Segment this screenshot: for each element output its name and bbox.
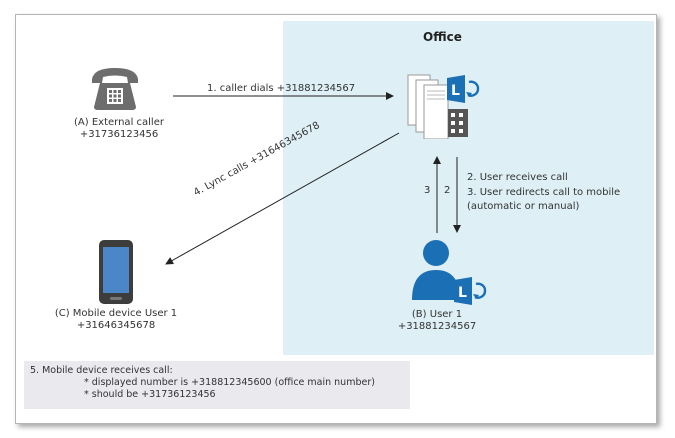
step3-sub-label: (automatic or manual) (467, 201, 580, 212)
telephone-icon (92, 68, 138, 110)
note-line-3: * should be +31736123456 (84, 389, 216, 400)
step3-label: 3. User redirects call to mobile (467, 187, 621, 198)
note-line-2: * displayed number is +318812345600 (off… (84, 377, 375, 388)
user1-number: +31881234567 (397, 321, 477, 332)
connector-lines (165, 92, 461, 265)
mobile-device-number: +31646345678 (76, 320, 156, 331)
diagram-frame: Office (A) External caller +31736123456 … (15, 14, 657, 424)
lync-logo-icon: L (447, 75, 480, 103)
svg-text:L: L (458, 285, 467, 301)
user-icon (412, 240, 460, 300)
mobile-phone-icon (99, 240, 133, 304)
step2-number: 2 (444, 185, 451, 196)
mobile-device-name: (C) Mobile device User 1 (54, 308, 178, 319)
mobile-device-label: (C) Mobile device User 1 +31646345678 (46, 308, 186, 332)
external-caller-label: (A) External caller +31736123456 (60, 117, 178, 141)
arrow-step4 (165, 132, 400, 265)
step1-label: 1. caller dials +31881234567 (207, 83, 356, 94)
note-box: 5. Mobile device receives call: * displa… (24, 361, 410, 409)
step3-number: 3 (424, 185, 431, 196)
server-icon (407, 74, 468, 139)
user1-label: (B) User 1 +31881234567 (382, 309, 492, 333)
user1-name: (B) User 1 (411, 309, 463, 320)
lync-logo-icon: L (454, 277, 487, 305)
note-line-1: 5. Mobile device receives call: (30, 365, 173, 376)
office-title: Office (423, 30, 462, 44)
external-caller-number: +31736123456 (79, 129, 159, 140)
external-caller-name: (A) External caller (74, 117, 164, 128)
svg-text:L: L (451, 83, 460, 99)
step2-label: 2. User receives call (467, 172, 568, 183)
